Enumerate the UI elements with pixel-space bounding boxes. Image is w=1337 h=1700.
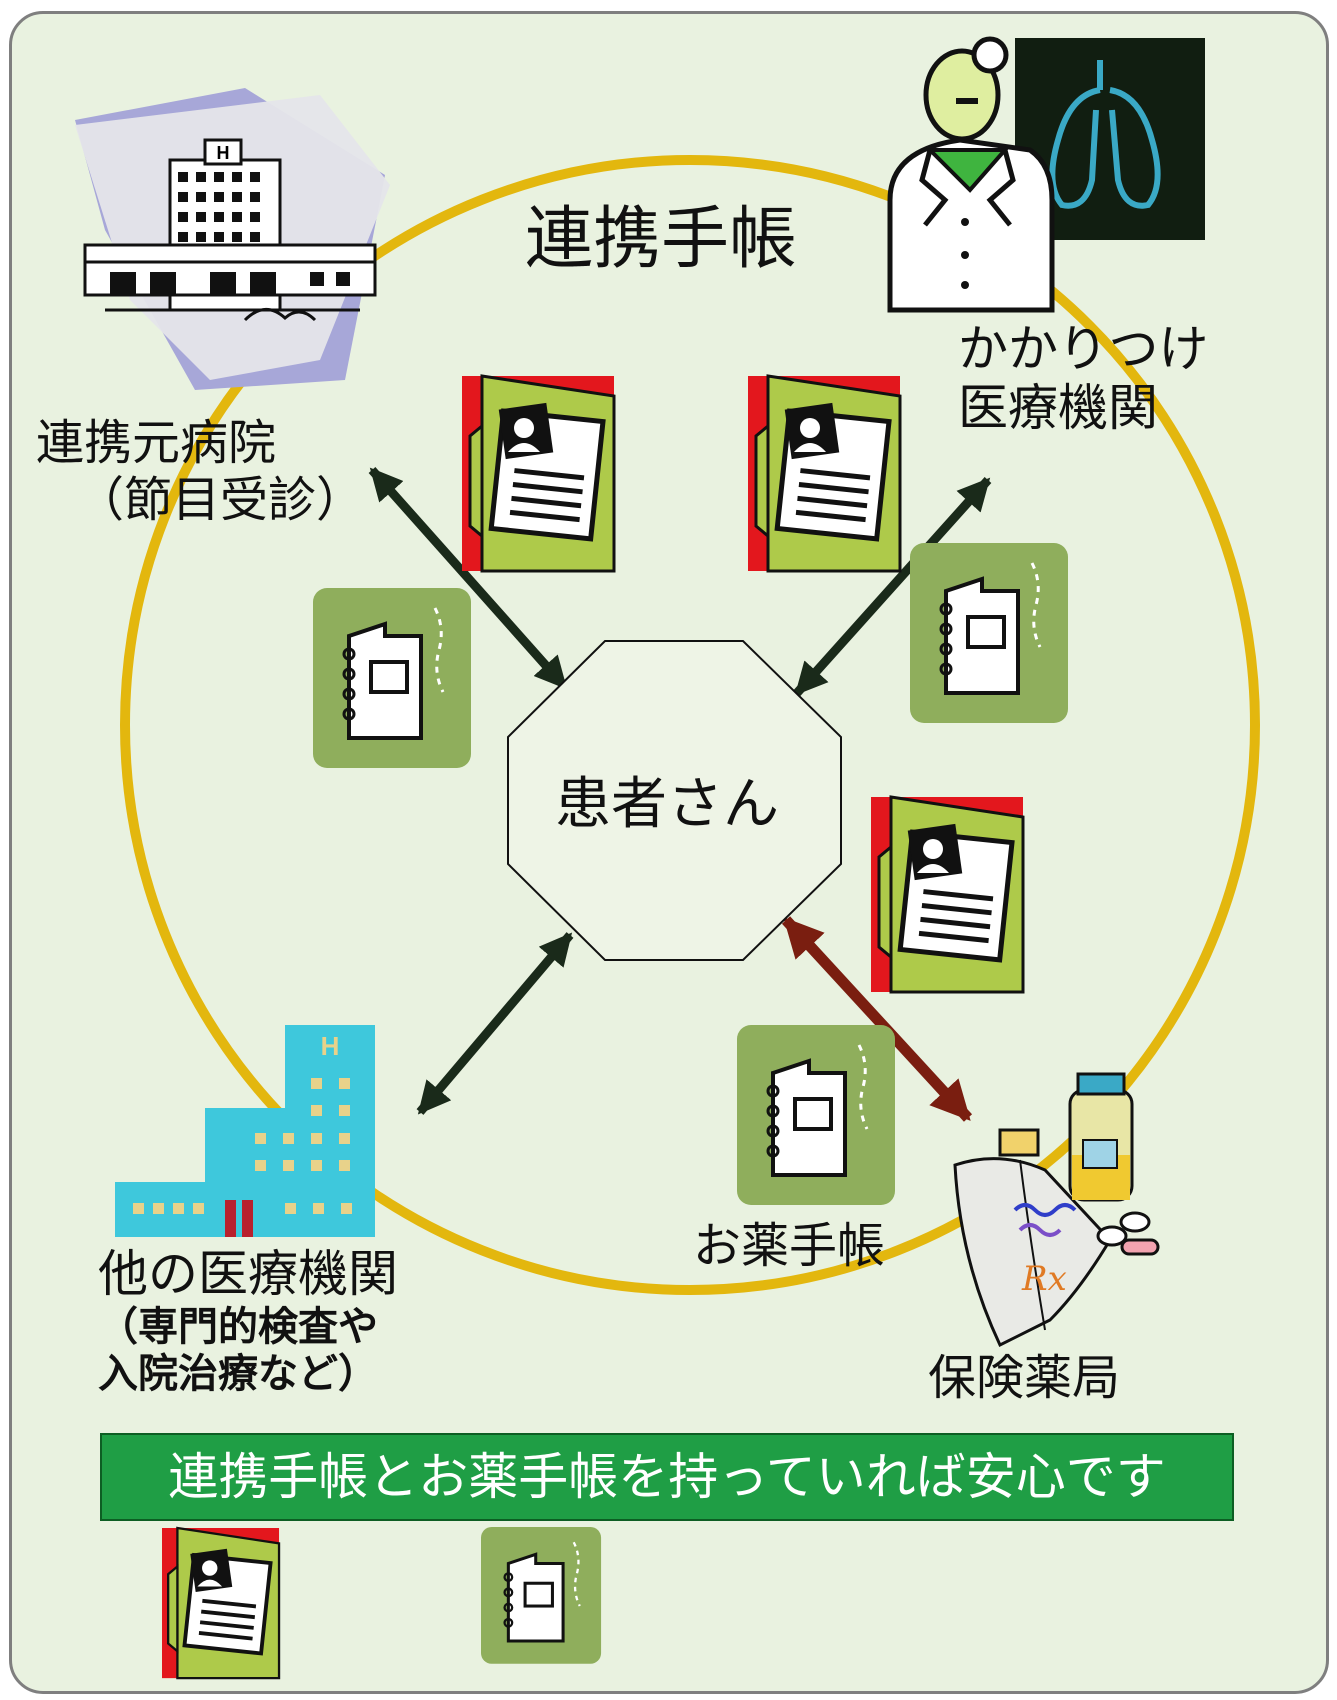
- other-institution-label-line2: （専門的検査や: [98, 1304, 378, 1350]
- hospital-label-line2: （節目受診）: [76, 471, 365, 528]
- clinic-label: かかりつけ 医療機関: [958, 320, 1209, 438]
- svg-text:H: H: [217, 143, 230, 163]
- office-building-icon: H: [115, 1025, 375, 1237]
- arrow-clinic-patient: [793, 476, 992, 697]
- collaboration-booklet-icon: [462, 376, 614, 571]
- hospital-building-icon: H: [75, 88, 390, 390]
- medication-book-label: お薬手帳: [693, 1218, 886, 1274]
- arrow-pharmacy-patient: [781, 916, 973, 1122]
- other-institution-label-line1: 他の医療機関: [98, 1245, 398, 1303]
- hospital-label-line1: 連携元病院: [36, 415, 277, 471]
- clinic-label-line2: 医療機関: [958, 379, 1158, 437]
- collaboration-booklet-icon: [871, 797, 1023, 992]
- other-institution-label: 他の医療機関 （専門的検査や 入院治療など）: [98, 1245, 398, 1398]
- doctor-xray-icon: [887, 36, 1205, 313]
- collaboration-circle: [120, 155, 1260, 1295]
- medication-booklet-icon: [735, 1023, 897, 1207]
- arrow-hospital-patient: [368, 467, 569, 690]
- pharmacy-label: 保険薬局: [928, 1350, 1121, 1406]
- svg-text:H: H: [321, 1031, 340, 1061]
- pharmacy-medicine-icon: Rx: [953, 1072, 1160, 1348]
- other-institution-label-line3: 入院治療など）: [98, 1351, 378, 1398]
- medication-booklet-icon: [908, 541, 1070, 725]
- collaboration-booklet-icon: [160, 1526, 281, 1681]
- medication-booklet-icon: [311, 586, 473, 770]
- arrow-other-patient: [416, 932, 574, 1115]
- clinic-label-line1: かかりつけ: [958, 320, 1209, 378]
- svg-text:Rx: Rx: [1021, 1259, 1067, 1299]
- patient-label: 患者さん: [555, 772, 779, 837]
- hospital-label: 連携元病院 （節目受診）: [36, 415, 364, 528]
- reassurance-banner: 連携手帳とお薬手帳を持っていれば安心です: [100, 1433, 1234, 1521]
- medication-booklet-icon: [479, 1525, 603, 1666]
- collaboration-booklet-icon: [748, 376, 900, 571]
- diagram-title: 連携手帳: [525, 200, 798, 279]
- patient-octagon: [507, 640, 842, 961]
